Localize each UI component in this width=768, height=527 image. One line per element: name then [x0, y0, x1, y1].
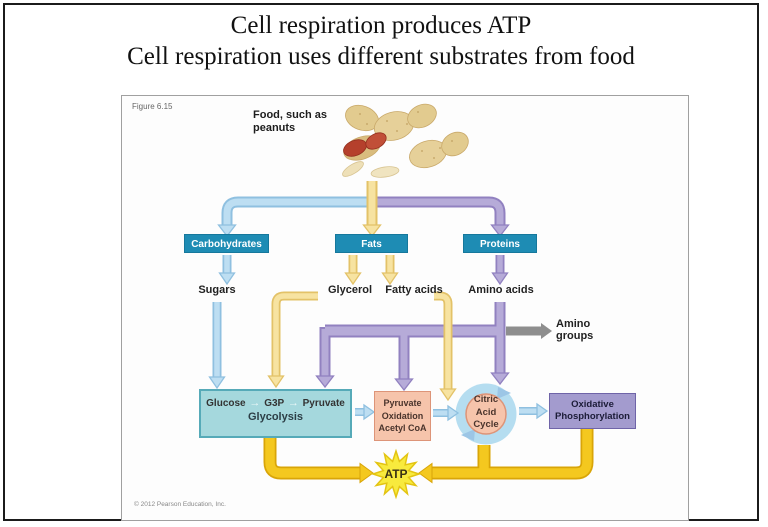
atp-label: ATP — [384, 467, 408, 481]
pyruvate-oxidation-line-1: Pyruvate — [383, 398, 422, 408]
food-label: Food, such as peanuts — [253, 109, 327, 135]
citric-acid-cycle-label: Citric Acid Cycle — [461, 394, 511, 432]
fatty-acids-label: Fatty acids — [385, 284, 443, 296]
slide: Cell respiration produces ATP Cell respi… — [3, 3, 759, 521]
glycolysis-box: Glucose → G3P → Pyruvate Glycolysis — [199, 389, 352, 438]
step-arrow-icon: → — [287, 397, 299, 409]
glycerol-label: Glycerol — [327, 284, 373, 296]
pyruvate-oxidation-line-3: Acetyl CoA — [378, 423, 427, 433]
process-connector-arrows — [355, 402, 549, 422]
carbohydrates-box: Carbohydrates — [184, 234, 269, 253]
oxphos-line-1: Oxidative — [571, 399, 614, 410]
amino-acids-label: Amino acids — [468, 284, 534, 296]
figure-number-label: Figure 6.15 — [132, 102, 173, 111]
glucose-label: Glucose — [206, 398, 246, 409]
sugars-label: Sugars — [198, 284, 236, 296]
citric-line-1: Citric — [473, 394, 499, 405]
amino-groups-arrow — [506, 323, 552, 339]
proteins-box: Proteins — [463, 234, 537, 253]
fats-box: Fats — [335, 234, 408, 253]
atp-pipes — [263, 429, 594, 484]
peanuts-illustration — [342, 103, 469, 178]
respiration-diagram — [208, 103, 594, 500]
atp-starburst — [370, 448, 422, 500]
citric-line-2: Acid — [475, 406, 497, 418]
pyruvate-label: Pyruvate — [302, 398, 345, 409]
title-line-2: Cell respiration uses different substrat… — [127, 43, 635, 70]
carbohydrate-pathway-pipes — [208, 196, 374, 390]
slide-title: Cell respiration produces ATP Cell respi… — [5, 10, 757, 72]
oxidative-phosphorylation-box: Oxidative Phosphorylation — [549, 393, 636, 429]
pyruvate-oxidation-box: Pyruvate Oxidation Acetyl CoA — [374, 391, 431, 441]
fat-pathway-pipes — [267, 181, 457, 402]
glycolysis-steps: Glucose → G3P → Pyruvate — [201, 397, 350, 409]
amino-groups-line-2: groups — [556, 330, 594, 342]
pyruvate-oxidation-line-2: Oxidation — [381, 410, 424, 421]
title-line-1: Cell respiration produces ATP — [230, 12, 532, 39]
step-arrow-icon: → — [249, 397, 261, 409]
amino-groups-line-1: Amino — [556, 318, 591, 330]
citric-acid-cycle-ring — [455, 383, 517, 445]
food-label-line-1: Food, such as — [253, 109, 327, 121]
figure-panel: Figure 6.15 Food, such as peanuts Carboh… — [121, 95, 689, 521]
food-label-line-2: peanuts — [253, 122, 296, 134]
amino-groups-label: Amino groups — [556, 318, 616, 342]
citric-line-3: Cycle — [473, 419, 499, 430]
oxphos-line-2: Phosphorylation — [555, 411, 630, 422]
copyright-notice: © 2012 Pearson Education, Inc. — [134, 501, 226, 508]
g3p-label: G3P — [264, 398, 285, 409]
protein-pathway-pipes — [315, 196, 510, 392]
glycolysis-name: Glycolysis — [247, 411, 304, 423]
